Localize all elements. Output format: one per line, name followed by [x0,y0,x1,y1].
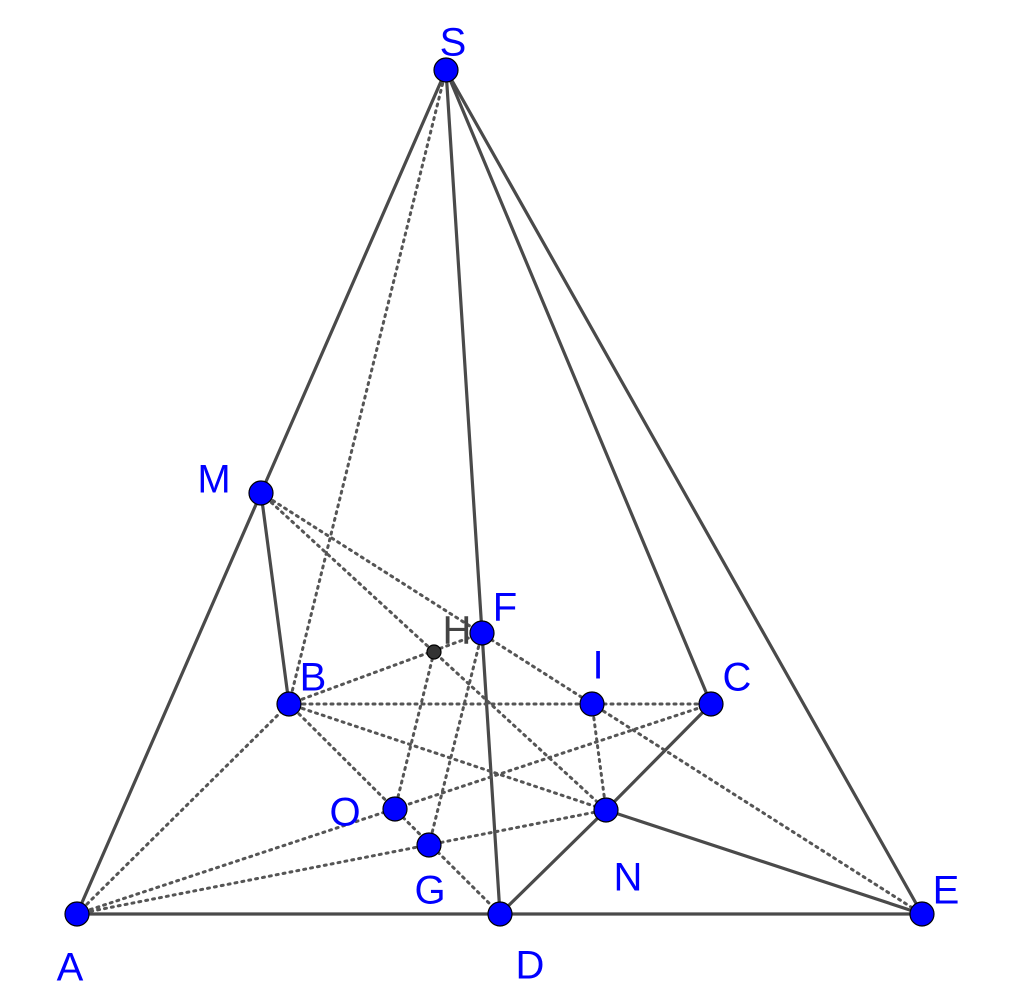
segment-IN [590,702,608,812]
segment-HO [393,650,436,811]
segment-DN [498,808,608,916]
segment-BF [287,631,484,706]
label-G: G [414,869,445,913]
segment-NE [604,808,924,916]
segment-MB [259,491,291,706]
label-C: C [723,656,752,700]
segment-MA [75,491,263,916]
point-E [909,901,935,927]
point-S [433,57,459,83]
label-N: N [614,856,643,900]
label-D: D [516,944,545,982]
segment-SC [444,68,713,706]
segment-BN [287,702,608,812]
point-H [426,644,442,660]
label-A: A [57,946,84,982]
point-N [593,797,619,823]
label-O: O [329,791,360,835]
label-H: H [443,609,472,653]
point-A [64,901,90,927]
point-M [248,480,274,506]
point-O [382,796,408,822]
label-S: S [440,21,467,65]
segment-AB [75,702,291,916]
label-F: F [493,586,517,630]
segment-SB [287,68,448,706]
segment-NC [604,702,713,812]
point-D [487,901,513,927]
label-B: B [300,656,327,700]
segment-SE [444,68,924,916]
labels-layer: S M FH I C B O N G A D E [57,21,960,982]
segment-FG [427,631,484,847]
segment-SD [444,68,502,916]
point-C [698,691,724,717]
point-I [579,691,605,717]
point-B [276,691,302,717]
label-E: E [933,869,960,913]
label-I: I [592,644,603,688]
point-G [416,832,442,858]
label-M: M [197,458,230,502]
segment-SM [259,68,448,495]
segment-AN [75,808,608,916]
point-F [469,620,495,646]
segment-AC [75,702,713,916]
points-layer [64,57,935,927]
